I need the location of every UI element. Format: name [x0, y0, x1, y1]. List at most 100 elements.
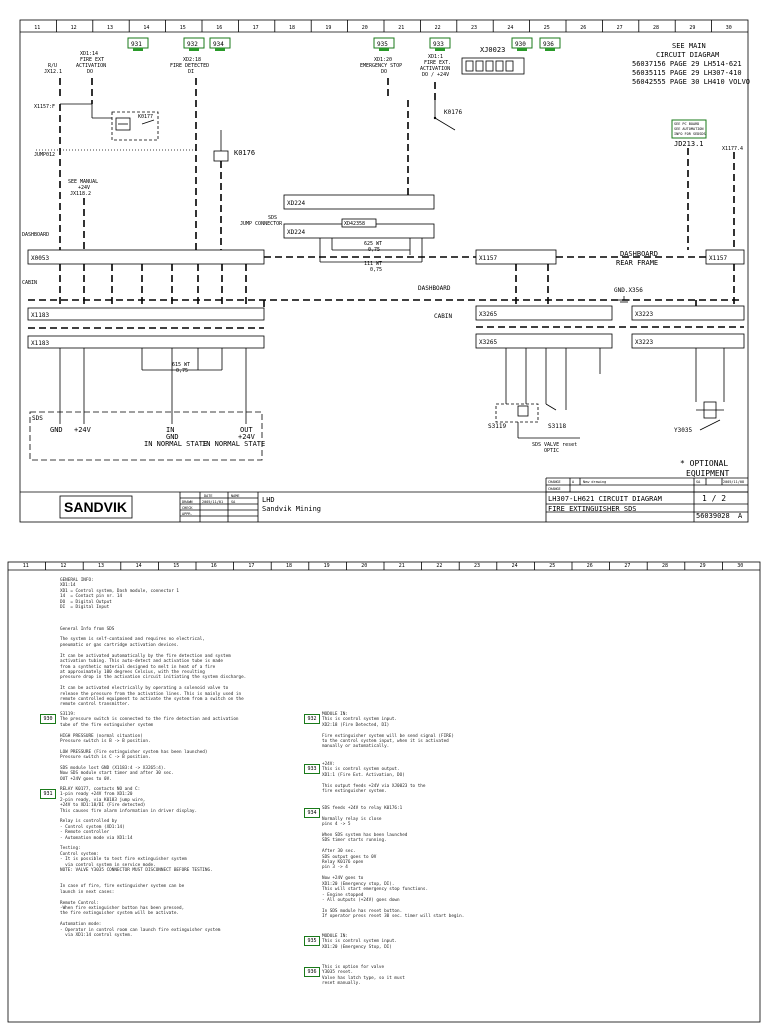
- svg-text:+24V: +24V: [238, 433, 256, 441]
- document-number: 56039028: [696, 512, 730, 520]
- note-text-933: +24V: This is control system output. XD1…: [322, 762, 426, 795]
- column-number: 13: [98, 563, 104, 569]
- label-x1157f: X1157:F: [34, 104, 55, 110]
- column-number: 27: [617, 25, 623, 31]
- signal-tag-933: 933: [429, 37, 451, 51]
- svg-text:K0176: K0176: [234, 149, 255, 157]
- general-info-text: GENERAL INFO: XD1:14 XD1 = Control syste…: [60, 578, 247, 708]
- title-block-drawn-label: DRAWN: [182, 500, 193, 504]
- connector-x3265-bottom: X3265: [475, 333, 613, 349]
- svg-text:SEE PC BOARD: SEE PC BOARD: [674, 122, 699, 126]
- column-number: 20: [362, 25, 368, 31]
- svg-text:GND: GND: [50, 426, 63, 434]
- svg-text:935: 935: [377, 41, 388, 48]
- column-number: 11: [34, 25, 40, 31]
- svg-text:IN NORMAL STATE: IN NORMAL STATE: [144, 440, 207, 448]
- info-box-automation: SEE PC BOARD SEE AUTOMATION INFO FOR SED…: [671, 119, 707, 139]
- column-number: 17: [248, 563, 254, 569]
- svg-text:DI: DI: [188, 69, 194, 75]
- svg-text:111 WT: 111 WT: [364, 261, 382, 267]
- svg-text:ACTIVATION: ACTIVATION: [76, 63, 106, 69]
- signal-label-fire-detected: XD2:18 FIRE DETECTED DI: [170, 57, 209, 75]
- note-text-931: RELAY K0177, contacts NO and C: 1-pin re…: [60, 787, 221, 938]
- signal-tag-934: 934: [209, 37, 231, 51]
- svg-text:0,75: 0,75: [176, 368, 188, 374]
- svg-text:X3265: X3265: [479, 311, 497, 318]
- title-block-name-header: NAME: [231, 494, 239, 498]
- relay-k0176-contact: K0176: [407, 100, 462, 196]
- connector-x0053: X0053: [27, 249, 265, 265]
- svg-text:933: 933: [433, 41, 444, 48]
- document-revision: A: [738, 512, 743, 520]
- connector-x1183-bottom: X1183: [27, 335, 265, 349]
- note-text-936: This is option for valve Y3035 reset. Va…: [322, 965, 405, 987]
- label-x1177: X1177.4: [722, 146, 743, 152]
- note-tag-931: 931: [40, 789, 56, 799]
- svg-text:X3223: X3223: [635, 311, 653, 318]
- column-number: 30: [737, 563, 743, 569]
- svg-text:XD224: XD224: [287, 200, 305, 207]
- note-text-930: S3119: The pressure switch is connected …: [60, 712, 239, 782]
- svg-text:SEE MAIN: SEE MAIN: [672, 42, 706, 50]
- column-number: 29: [700, 563, 706, 569]
- svg-text:EQUIPMENT: EQUIPMENT: [686, 469, 730, 478]
- column-number: 18: [289, 25, 295, 31]
- svg-text:K0176: K0176: [444, 109, 462, 116]
- label-see-manual: SEE MANUAL +24V JX118.2: [68, 179, 98, 197]
- switch-s3118: S3118: [545, 403, 566, 430]
- svg-text:X1183: X1183: [31, 312, 49, 319]
- note-text-934: SDS feeds +24V to relay K0176:1 Normally…: [322, 806, 465, 920]
- svg-text:EMERGENCY STOP: EMERGENCY STOP: [360, 63, 402, 69]
- svg-text:ACTIVATION: ACTIVATION: [420, 66, 450, 72]
- svg-text:X1157: X1157: [479, 255, 497, 262]
- svg-text:+24V: +24V: [78, 185, 90, 191]
- svg-text:JX118.2: JX118.2: [70, 191, 91, 197]
- note-text-932: MODULE IN: This is control system input.…: [322, 712, 454, 750]
- signal-label-fire-ext-activation: XD1:14 FIRE EXT ACTIVATION DO R/U JX12.1: [44, 51, 106, 75]
- svg-text:X1157: X1157: [709, 255, 727, 262]
- svg-text:X3265: X3265: [479, 339, 497, 346]
- label-cabin-mid: CABIN: [434, 313, 452, 320]
- column-number: 23: [471, 25, 477, 31]
- svg-text:615 WT: 615 WT: [172, 362, 190, 368]
- connector-x3223-bottom: X3223: [631, 333, 745, 349]
- connector-x3223-top: X3223: [631, 305, 745, 321]
- connector-xd224-top: XD224: [283, 194, 435, 210]
- connector-xd42358: XD42358: [341, 218, 377, 228]
- column-number: 19: [324, 563, 330, 569]
- column-number: 24: [512, 563, 518, 569]
- note-tag-936: 936: [304, 967, 320, 977]
- svg-text:GND: GND: [166, 433, 179, 441]
- column-number: 15: [173, 563, 179, 569]
- column-number: 26: [587, 563, 593, 569]
- svg-text:SDS VALVE reset: SDS VALVE reset: [532, 442, 577, 448]
- svg-text:X0053: X0053: [31, 255, 49, 262]
- column-number: 23: [474, 563, 480, 569]
- svg-text:JX12.1: JX12.1: [44, 69, 62, 75]
- column-number: 18: [286, 563, 292, 569]
- svg-text:X3223: X3223: [635, 339, 653, 346]
- signal-label-emergency-stop: XD1:20 EMERGENCY STOP DO: [360, 57, 402, 75]
- svg-text:DO: DO: [87, 69, 93, 75]
- see-main-reference: SEE MAIN CIRCUIT DIAGRAM 56037156 PAGE 2…: [632, 42, 750, 86]
- signal-tag-931: 931: [127, 37, 149, 51]
- note-tag-935: 935: [304, 936, 320, 946]
- svg-text:932: 932: [187, 41, 198, 48]
- column-number: 24: [507, 25, 513, 31]
- svg-text:SEE MANUAL: SEE MANUAL: [68, 179, 98, 185]
- signal-tag-932: 932: [183, 37, 205, 51]
- svg-text:0,75: 0,75: [370, 267, 382, 273]
- title-block-product: LHD: [262, 496, 275, 504]
- svg-text:* OPTIONAL: * OPTIONAL: [680, 459, 728, 468]
- connector-x1157-a: X1157: [475, 249, 557, 265]
- label-sds-jump-connector: SDS JUMP CONNECTOR: [240, 215, 283, 227]
- drawing-title: LH307-LH621 CIRCUIT DIAGRAM: [548, 495, 662, 503]
- wire-615: 615 WT 0,75: [172, 362, 190, 374]
- column-number: 15: [180, 25, 186, 31]
- svg-text:625 WT: 625 WT: [364, 241, 382, 247]
- svg-text:+24V: +24V: [74, 426, 92, 434]
- connector-xj0023: XJ0023: [461, 46, 525, 75]
